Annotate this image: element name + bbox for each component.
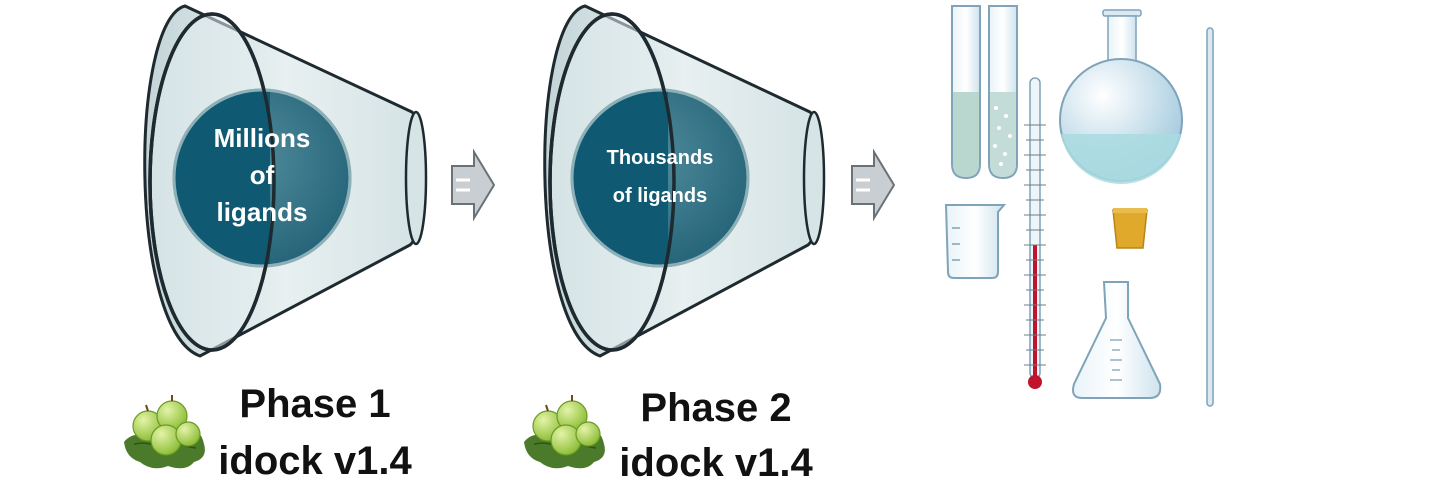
funnel-rim-front <box>148 12 276 352</box>
gooseberry-icon <box>124 395 205 469</box>
test-tube-icon <box>951 5 981 180</box>
funnel-phase-2: Thousands of ligands <box>543 4 826 358</box>
phase-title: Phase 1 <box>239 382 390 426</box>
stopper-icon <box>1112 208 1148 249</box>
funnel-phase-1: Millions of ligands <box>143 4 428 358</box>
funnel-rim-front <box>548 12 676 352</box>
funnel-label-line: ligands <box>216 197 307 227</box>
funnel-spout <box>404 110 428 246</box>
erlenmeyer-flask-icon <box>1072 281 1162 399</box>
arrow-right-icon <box>851 148 896 222</box>
beaker-icon <box>944 204 1007 279</box>
test-tube-icon <box>988 5 1018 180</box>
funnel-label-line: Thousands <box>607 147 714 169</box>
arrow-right-icon <box>451 148 496 222</box>
phase-title: Phase 2 <box>640 386 791 430</box>
gooseberry-icon <box>524 395 605 469</box>
funnel-label-line: of <box>250 160 275 190</box>
thermometer-icon <box>1024 77 1046 389</box>
funnel-label-line: Millions <box>214 123 311 153</box>
phase-tool: idock v1.4 <box>619 441 813 483</box>
funnel-label-line: of ligands <box>613 185 707 207</box>
ligand-circle <box>570 88 750 268</box>
phase-tool: idock v1.4 <box>218 439 412 483</box>
glass-rod-icon <box>1206 27 1214 407</box>
funnel-spout <box>802 110 826 246</box>
round-flask-icon <box>1059 9 1183 184</box>
lab-equipment-illustration <box>944 5 1214 407</box>
